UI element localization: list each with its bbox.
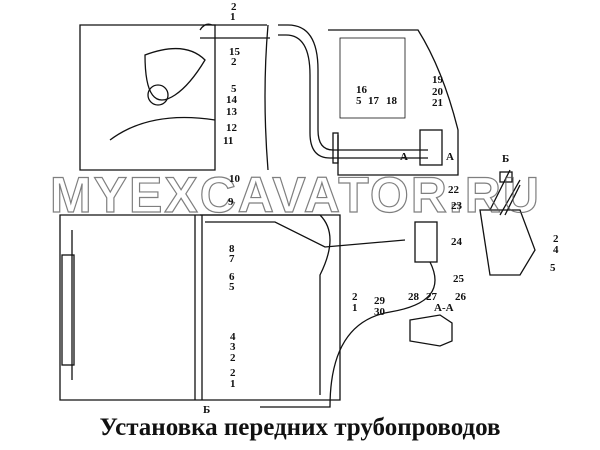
callout: 13 <box>226 106 238 118</box>
callout: 20 <box>432 86 444 98</box>
callout: 3 <box>230 341 236 353</box>
callout: 19 <box>432 74 444 86</box>
callout: 18 <box>386 95 398 107</box>
callout: 11 <box>223 135 233 147</box>
callout: 1 <box>230 378 236 390</box>
callout: 7 <box>229 253 235 265</box>
callout: 22 <box>448 184 460 196</box>
callout: 2 <box>553 233 559 245</box>
callout: 14 <box>226 94 238 106</box>
callout: 26 <box>455 291 467 303</box>
view-mark: Б <box>502 153 509 165</box>
lower-view-drawing <box>59 169 536 408</box>
watermark: MYEXCAVATOR.RU <box>50 167 541 223</box>
callout: 2 <box>231 56 237 68</box>
callout: 2 <box>230 367 236 379</box>
view-mark: Б <box>203 404 210 416</box>
callout: 5 <box>229 281 235 293</box>
callout: 1 <box>230 11 236 23</box>
callout: 6 <box>229 271 235 283</box>
callout: 5 <box>356 95 362 107</box>
callouts-right: Б 22 23 24 2 4 5 25 29 30 28 27 26 A-A <box>374 153 559 318</box>
callout: 27 <box>426 291 438 303</box>
callout: 4 <box>230 331 236 343</box>
callout: 1 <box>352 302 358 314</box>
callout: 16 <box>356 84 368 96</box>
callout: 25 <box>453 273 465 285</box>
callout: 12 <box>226 122 238 134</box>
upper-view-drawing <box>79 23 459 176</box>
callout: 30 <box>374 306 386 318</box>
section-mark: A <box>400 151 408 163</box>
callout: 15 <box>229 46 241 58</box>
callout: 2 <box>231 1 237 13</box>
callout: 24 <box>451 236 463 248</box>
callout: 21 <box>432 97 443 109</box>
callout: 5 <box>550 262 556 274</box>
callout: 5 <box>231 83 237 95</box>
callout: 10 <box>229 173 241 185</box>
callout: 23 <box>451 200 463 212</box>
callout: 4 <box>553 244 559 256</box>
callouts-top: 2 1 15 2 5 14 13 12 11 16 5 17 18 19 20 … <box>223 1 454 163</box>
callout: 2 <box>230 352 236 364</box>
callout: 9 <box>228 196 234 208</box>
callout: 17 <box>368 95 380 107</box>
callout: 8 <box>229 243 235 255</box>
section-mark: A <box>446 151 454 163</box>
callouts-bottom: 10 9 8 7 6 5 4 3 2 2 1 2 1 Б <box>203 173 358 416</box>
callout: 2 <box>352 291 358 303</box>
callout: 29 <box>374 295 386 307</box>
section-label: A-A <box>434 302 454 314</box>
callout: 28 <box>408 291 420 303</box>
diagram-title: Установка передних трубопроводов <box>99 414 501 441</box>
